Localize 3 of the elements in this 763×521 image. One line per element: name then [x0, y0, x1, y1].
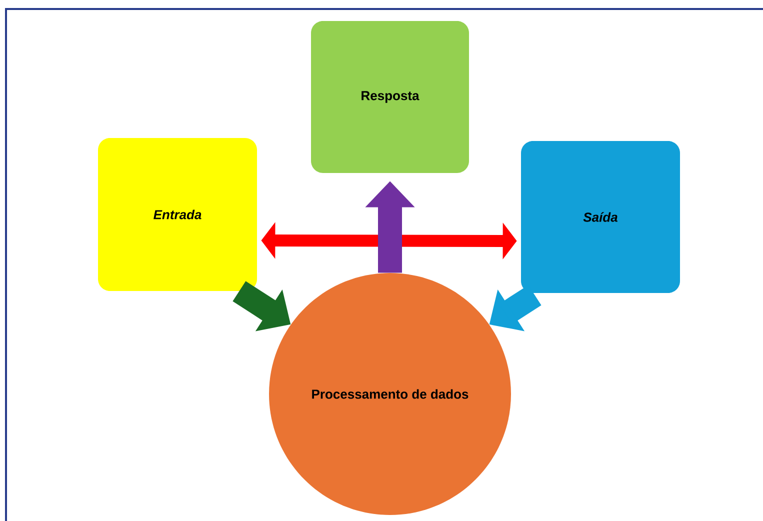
process-box: Saída	[521, 141, 680, 293]
process-box: Entrada	[98, 138, 257, 291]
process-box: Resposta	[311, 21, 469, 173]
